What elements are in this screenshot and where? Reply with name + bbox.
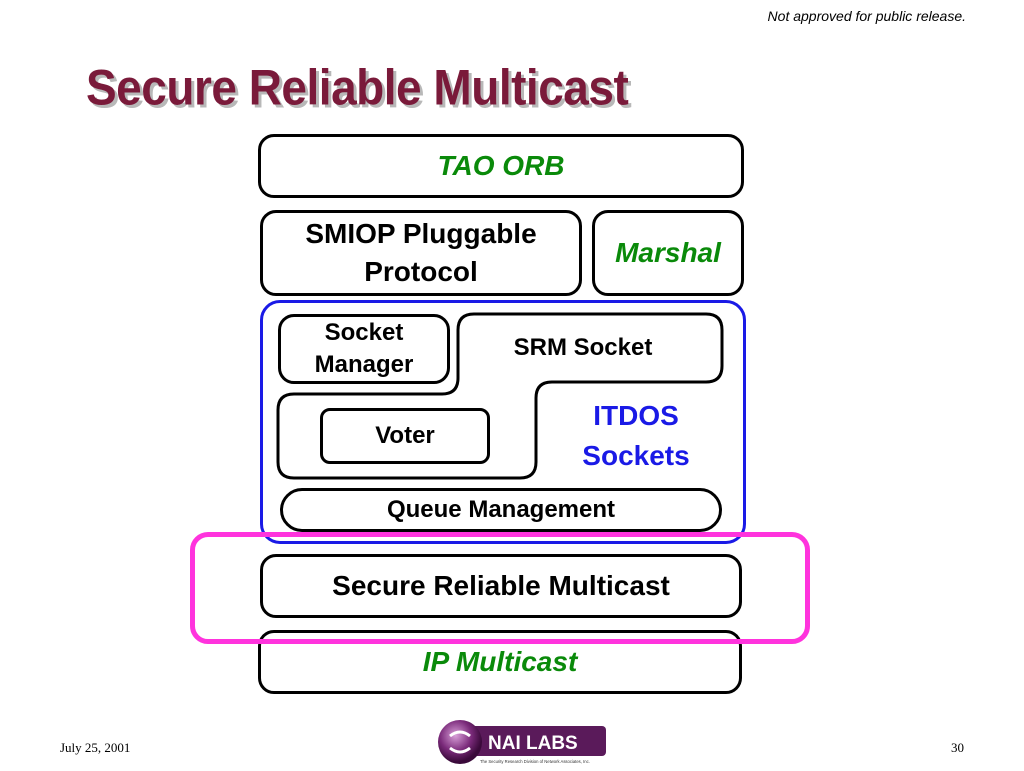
queue-management-label: Queue Management (386, 496, 616, 523)
marshal-label: Marshal (615, 237, 721, 268)
ip-multicast-label: IP Multicast (422, 646, 578, 677)
tao-orb-label: TAO ORB (437, 150, 565, 181)
slide-title: Secure Reliable Multicast (86, 59, 629, 116)
footer-date: July 25, 2001 (60, 740, 131, 755)
queue-management-box: Queue Management (280, 488, 722, 532)
itdos-label-line2: Sockets (582, 440, 690, 471)
smiop-label-line1: SMIOP Pluggable (305, 218, 537, 249)
release-notice: Not approved for public release. (767, 8, 966, 24)
logo-text: NAI LABS (488, 733, 578, 754)
itdos-label-line1: ITDOS (593, 400, 679, 431)
srm-socket-label: SRM Socket (513, 334, 653, 361)
voter-label: Voter (375, 422, 435, 449)
marshal-box: Marshal (592, 210, 744, 296)
page-number: 30 (951, 740, 964, 755)
nai-labs-logo: NAI LABS The Security Research Division … (438, 718, 608, 766)
logo-tagline: The Security Research Division of Networ… (480, 759, 590, 764)
secure-reliable-multicast-box: Secure Reliable Multicast (260, 554, 742, 618)
highlight-frame (190, 532, 810, 644)
socket-manager-line1: Socket (324, 319, 404, 346)
itdos-sockets-label: ITDOS Sockets (556, 396, 716, 476)
smiop-box: SMIOP Pluggable Protocol (260, 210, 582, 296)
nai-labs-logo-graphic: NAI LABS The Security Research Division … (438, 720, 606, 764)
secure-reliable-multicast-label: Secure Reliable Multicast (332, 570, 670, 601)
socket-manager-line2: Manager (314, 351, 414, 378)
voter-box: Voter (320, 408, 490, 464)
tao-orb-box: TAO ORB (258, 134, 744, 198)
smiop-label-line2: Protocol (364, 256, 478, 287)
socket-manager-box: Socket Manager (278, 314, 450, 384)
itdos-sockets-container (260, 300, 746, 544)
